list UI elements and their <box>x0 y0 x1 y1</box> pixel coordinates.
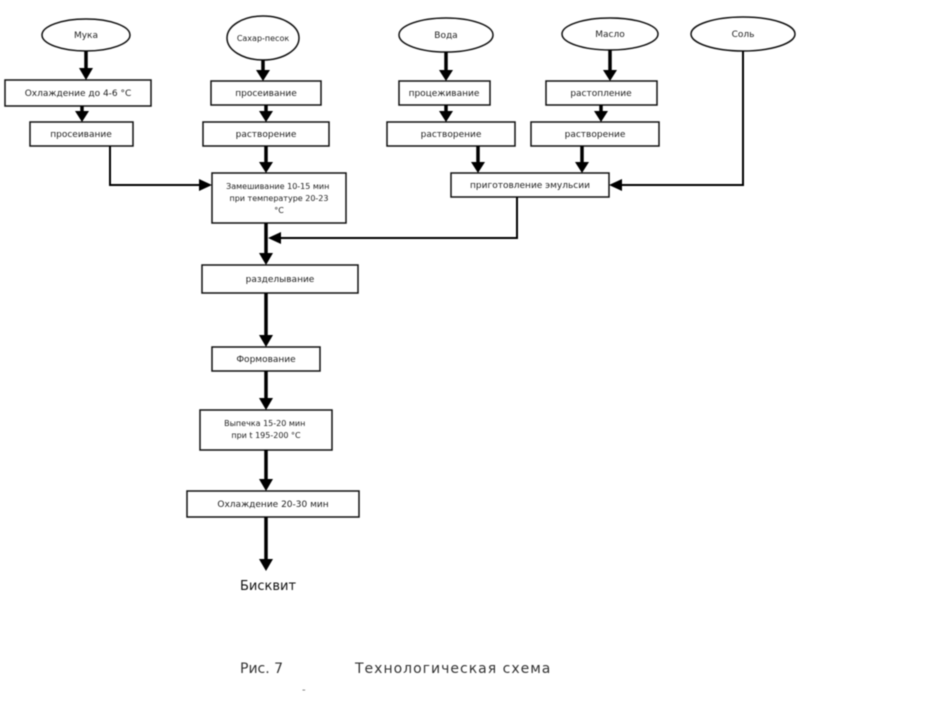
process-box-label: разделывание <box>246 275 315 285</box>
label-line: при t 195-200 °С <box>231 431 301 440</box>
process-box-chill: Охлаждение до 4-6 °С <box>4 79 152 107</box>
oval-node-water: Вода <box>398 17 494 53</box>
figure-number: Рис. 7 <box>240 661 283 677</box>
stray-mark: - <box>302 685 306 696</box>
oval-node-salt: Соль <box>690 16 796 52</box>
process-box-label: растворение <box>565 130 626 140</box>
label-line: при температуре 20-23 <box>230 194 329 203</box>
process-box-label: приготовление эмульсии <box>470 181 590 191</box>
oval-node-sugar: Сахар-песок <box>226 15 300 61</box>
process-box-label: Охлаждение 20-30 мин <box>217 500 328 510</box>
process-box-label: Замешивание 10-15 мин при температуре 20… <box>226 182 332 215</box>
process-box-bake: Выпечка 15-20 мин при t 195-200 °С <box>199 409 333 451</box>
oval-node-label: Соль <box>732 30 755 40</box>
process-box-label: Выпечка 15-20 мин при t 195-200 °С <box>224 419 308 440</box>
oval-node-label: Вода <box>434 31 457 41</box>
knead-label: Замешивание 10-15 мин <box>226 182 329 191</box>
process-box-label: Охлаждение до 4-6 °С <box>25 89 132 99</box>
final-product-label: Бисквит <box>240 579 296 594</box>
label-line: °С <box>274 206 284 215</box>
process-box-label: просеивание <box>50 130 112 140</box>
oval-node-label: Масло <box>595 30 625 40</box>
process-box-emulsion: приготовление эмульсии <box>450 172 610 198</box>
oval-node-flour: Мука <box>41 18 131 52</box>
process-box-divide: разделывание <box>201 264 359 294</box>
oval-node-label: Сахар-песок <box>237 34 290 43</box>
oval-node-label: Мука <box>74 31 98 41</box>
process-box-sift: просеивание <box>29 121 134 147</box>
process-box-label: растопление <box>570 89 632 99</box>
process-box-sift-sugar: просеивание <box>210 80 322 106</box>
process-box-label: процеживание <box>409 89 480 99</box>
process-box-strain-water: процеживание <box>398 80 491 106</box>
process-box-label: растворение <box>236 130 297 140</box>
bake-label: Выпечка 15-20 мин <box>224 419 305 428</box>
process-box-label: просеивание <box>235 89 297 99</box>
process-box-dissolve-water: растворение <box>386 121 516 147</box>
process-box-melt-oil: растопление <box>545 80 658 106</box>
oval-node-oil: Масло <box>561 17 659 51</box>
process-box-shape: Формование <box>211 346 321 372</box>
process-box-knead: Замешивание 10-15 мин при температуре 20… <box>211 172 347 224</box>
process-box-cool: Охлаждение 20-30 мин <box>186 490 360 518</box>
process-box-label: растворение <box>421 130 482 140</box>
process-box-label: Формование <box>236 355 296 365</box>
process-box-dissolve-sugar: растворение <box>202 121 330 147</box>
process-box-dissolve-oil: растворение <box>530 121 660 147</box>
figure-title: Технологическая схема <box>354 661 551 677</box>
connector-lines <box>75 50 744 571</box>
